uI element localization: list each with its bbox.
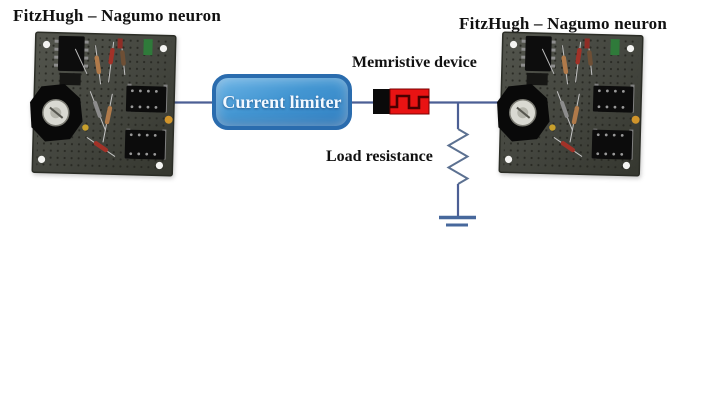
memristor-cap xyxy=(373,89,390,114)
left-neuron-title: FitzHugh – Nagumo neuron xyxy=(13,6,222,25)
ground-icon xyxy=(439,215,476,227)
memristor-symbol xyxy=(373,88,430,115)
fhn-neuron-board-left xyxy=(28,30,180,180)
memristive-device-label: Memristive device xyxy=(352,54,477,71)
right-neuron-title: FitzHugh – Nagumo neuron xyxy=(459,14,668,33)
load-resistor-symbol xyxy=(446,128,470,185)
load-resistance-label: Load resistance xyxy=(326,148,433,165)
fhn-neuron-board-right xyxy=(495,30,647,180)
memristor-wave-icon xyxy=(390,94,429,110)
current-limiter-label: Current limiter xyxy=(222,91,342,112)
current-limiter-box: Current limiter xyxy=(212,74,352,130)
